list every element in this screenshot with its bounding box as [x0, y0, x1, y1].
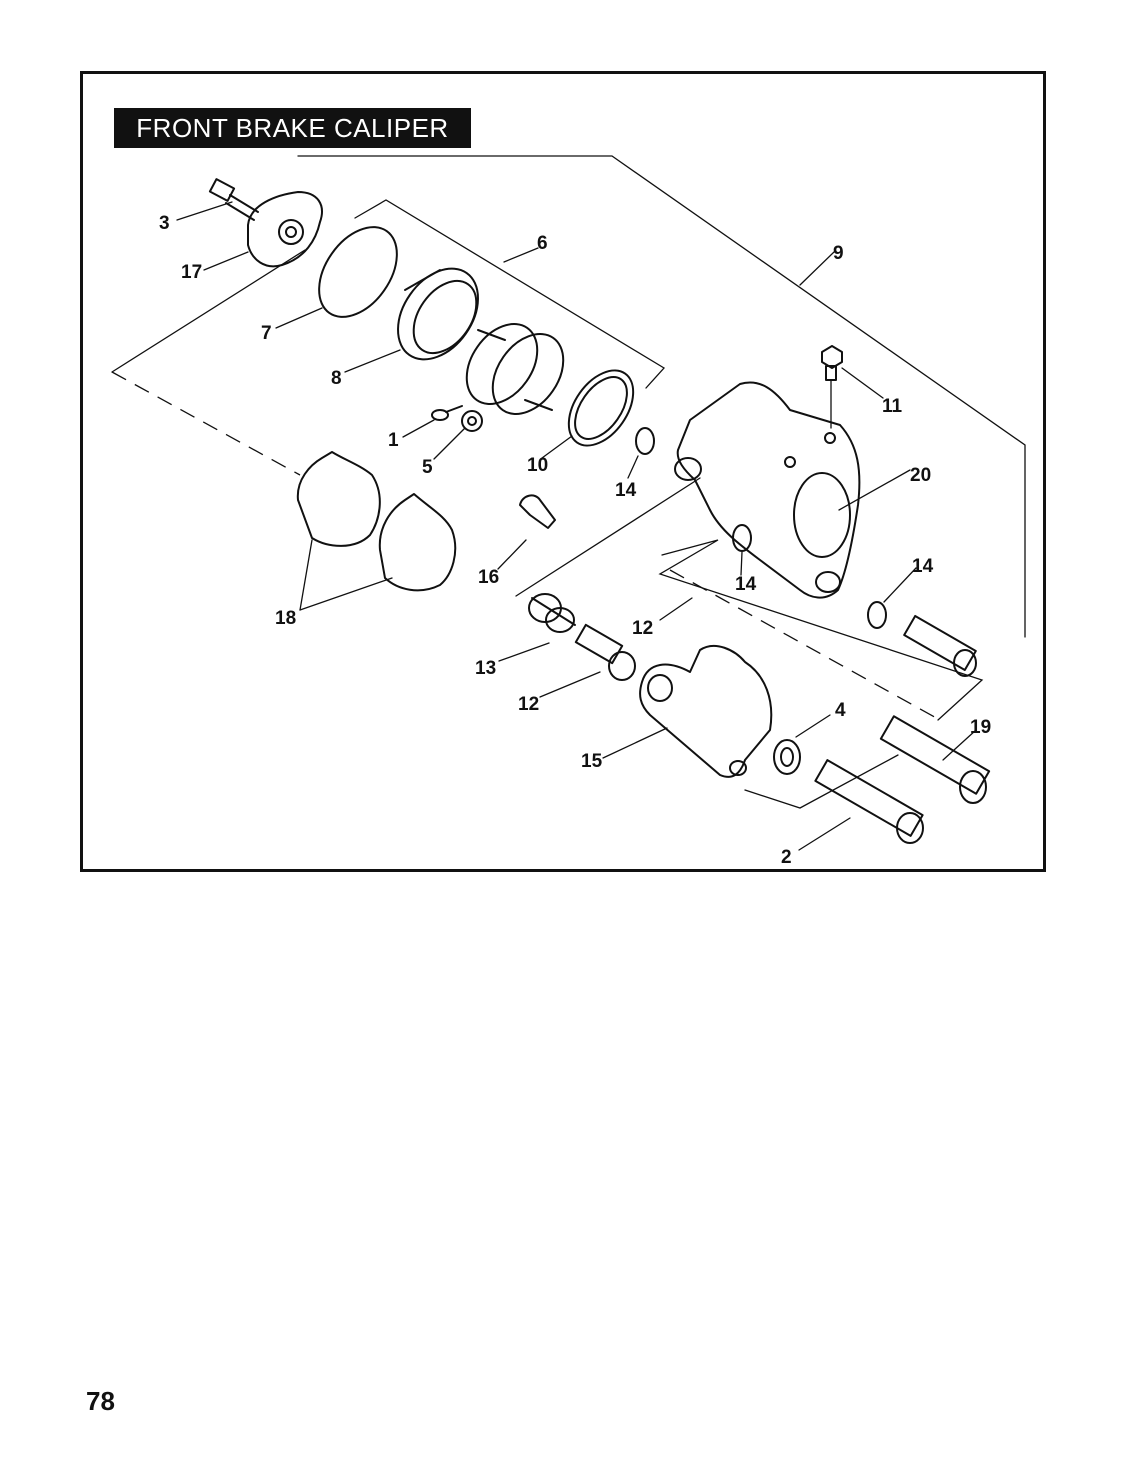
callout-19: 19 — [970, 717, 991, 738]
callout-14-right: 14 — [912, 556, 934, 577]
cover-plate-17 — [247, 191, 323, 268]
brake-pads-18 — [296, 451, 457, 592]
callout-15: 15 — [581, 751, 603, 772]
callout-4: 4 — [835, 700, 846, 721]
callout-20: 20 — [910, 465, 931, 486]
bolt-2 — [814, 759, 924, 844]
callout-9: 9 — [833, 243, 844, 264]
bracket-6 — [354, 199, 666, 389]
o-ring-14-upper — [635, 427, 655, 455]
callout-12-upper: 12 — [632, 618, 653, 639]
bracket-left-dashed — [111, 371, 301, 476]
bleeder-cap-1 — [431, 405, 463, 421]
spring-13 — [528, 593, 576, 633]
pin-19 — [879, 715, 991, 804]
sleeve-12 — [574, 623, 636, 681]
callout-17: 17 — [181, 262, 202, 283]
callout-14-middle: 14 — [735, 574, 757, 595]
callout-6: 6 — [537, 233, 548, 254]
bracket-9 — [297, 155, 1026, 638]
guide-pin — [903, 614, 977, 677]
mounting-bracket-15 — [639, 644, 773, 778]
bushing-5 — [461, 410, 483, 432]
diagram-title: FRONT BRAKE CALIPER — [136, 112, 449, 143]
callout-5: 5 — [422, 457, 433, 478]
callout-10: 10 — [527, 455, 548, 476]
callout-14-upper: 14 — [615, 480, 637, 501]
piston-6 — [465, 323, 565, 415]
bracket-bottom — [744, 754, 899, 809]
callout-11: 11 — [882, 396, 903, 417]
washer-4 — [773, 739, 801, 775]
caliper-body-20 — [674, 381, 861, 599]
callout-2: 2 — [781, 847, 792, 868]
diagram-frame — [80, 71, 1046, 872]
callout-8: 8 — [331, 368, 342, 389]
retaining-ring-7 — [318, 226, 398, 318]
bracket-12 — [658, 539, 984, 721]
callout-12-lower: 12 — [518, 694, 539, 715]
callout-16: 16 — [478, 567, 499, 588]
leader-lines — [176, 201, 977, 851]
pad-clip-16 — [519, 494, 556, 529]
bracket-left — [111, 249, 306, 373]
o-ring-14-right — [867, 601, 887, 629]
bracket-lower-left — [515, 477, 701, 597]
dust-seal-8 — [397, 267, 479, 361]
callout-13: 13 — [475, 658, 496, 679]
callout-3: 3 — [159, 213, 170, 234]
piston-seal-10 — [567, 369, 635, 447]
callout-1: 1 — [388, 430, 399, 451]
page-number: 78 — [86, 1386, 115, 1416]
bleeder-valve-11 — [821, 345, 843, 429]
diagram-title-banner: FRONT BRAKE CALIPER — [114, 108, 471, 148]
callout-18: 18 — [275, 608, 296, 629]
callout-7: 7 — [261, 323, 272, 344]
